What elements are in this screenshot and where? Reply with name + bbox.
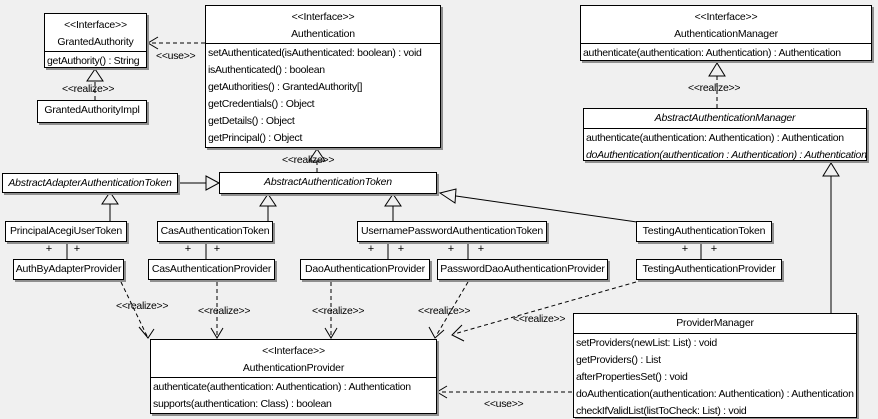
- association-end-plus: +: [73, 243, 81, 255]
- class-name: TestingAuthenticationToken: [642, 225, 766, 237]
- method: authenticate(authentication: Authenticat…: [586, 132, 844, 144]
- class-name: ProviderManager: [676, 317, 754, 329]
- method: setAuthenticated(isAuthenticated: boolea…: [208, 47, 422, 59]
- edge-label-realize: <<realize>>: [513, 313, 566, 325]
- class-name: AbstractAdapterAuthenticationToken: [8, 177, 172, 189]
- class-principal-acegi-user-token[interactable]: PrincipalAcegiUserToken: [5, 221, 127, 242]
- association-end-plus: +: [367, 243, 375, 255]
- method: checkIfValidList(listToCheck: List) : vo…: [576, 405, 747, 417]
- class-name: GrantedAuthorityImpl: [44, 104, 140, 116]
- method: setProviders(newList: List) : void: [576, 337, 717, 349]
- class-testing-authentication-provider[interactable]: TestingAuthenticationProvider: [636, 259, 782, 280]
- method: isAuthenticated() : boolean: [208, 64, 325, 76]
- edge-label-realize: <<realize>>: [198, 305, 251, 317]
- association-end-plus: +: [447, 243, 455, 255]
- class-name: AuthenticationManager: [674, 28, 778, 40]
- class-password-dao-authentication-provider[interactable]: PasswordDaoAuthenticationProvider: [437, 259, 608, 280]
- class-dao-authentication-provider[interactable]: DaoAuthenticationProvider: [300, 259, 430, 280]
- association-end-plus: +: [213, 243, 221, 255]
- stereotype: <<Interface>>: [694, 11, 758, 23]
- method: doAuthentication(authentication : Authen…: [586, 149, 866, 161]
- class-name: Authentication: [291, 28, 355, 40]
- class-abstract-adapter-authentication-token[interactable]: AbstractAdapterAuthenticationToken: [2, 173, 178, 193]
- method: getCredentials() : Object: [208, 98, 315, 110]
- method: getDetails() : Object: [208, 115, 295, 127]
- class-name: CasAuthenticationProvider: [151, 263, 272, 275]
- edge-label-use: <<use>>: [484, 398, 524, 410]
- edge-label-realize: <<realize>>: [688, 82, 741, 94]
- class-authentication[interactable]: <<Interface>> Authentication setAuthenti…: [205, 5, 441, 148]
- class-authentication-manager[interactable]: <<Interface>> AuthenticationManager auth…: [580, 5, 872, 61]
- edge-label-realize: <<realize>>: [418, 305, 471, 317]
- class-name: TestingAuthenticationProvider: [642, 263, 776, 275]
- method: getAuthority() : String: [47, 55, 140, 67]
- edge-label-realize: <<realize>>: [282, 154, 335, 166]
- class-name: AbstractAuthenticationManager: [654, 112, 796, 124]
- class-auth-by-adapter-provider[interactable]: AuthByAdapterProvider: [13, 259, 124, 280]
- association-end-plus: +: [477, 243, 485, 255]
- class-cas-authentication-provider[interactable]: CasAuthenticationProvider: [148, 259, 275, 280]
- method: supports(authentication: Class) : boolea…: [153, 398, 332, 410]
- class-name: PasswordDaoAuthenticationProvider: [440, 263, 605, 275]
- association-end-plus: +: [184, 243, 192, 255]
- method: getAuthorities() : GrantedAuthority[]: [208, 81, 363, 93]
- class-abstract-authentication-token[interactable]: AbstractAuthenticationToken: [219, 172, 437, 194]
- class-granted-authority-impl[interactable]: GrantedAuthorityImpl: [37, 100, 147, 123]
- class-name: UsernamePasswordAuthenticationToken: [360, 225, 544, 237]
- class-name: PrincipalAcegiUserToken: [9, 225, 123, 237]
- method: authenticate(authentication: Authenticat…: [153, 381, 411, 393]
- class-provider-manager[interactable]: ProviderManager setProviders(newList: Li…: [573, 313, 857, 418]
- method: afterPropertiesSet() : void: [576, 371, 688, 383]
- stereotype: <<Interface>>: [262, 345, 325, 357]
- method: doAuthentication(authentication: Authent…: [576, 388, 854, 400]
- association-end-plus: +: [681, 243, 689, 255]
- class-abstract-authentication-manager[interactable]: AbstractAuthenticationManager authentica…: [583, 108, 867, 161]
- class-name: DaoAuthenticationProvider: [305, 263, 425, 275]
- method: getProviders() : List: [576, 354, 661, 366]
- method: getPrincipal() : Object: [208, 132, 303, 144]
- class-name: AbstractAuthenticationToken: [264, 176, 392, 188]
- edge-label-use: <<use>>: [156, 50, 196, 62]
- class-cas-authentication-token[interactable]: CasAuthenticationToken: [157, 221, 273, 242]
- edge-label-realize: <<realize>>: [116, 300, 169, 312]
- association-end-plus: +: [45, 243, 53, 255]
- class-authentication-provider[interactable]: <<Interface>> AuthenticationProvider aut…: [150, 339, 437, 414]
- edge-label-realize: <<realize>>: [312, 305, 365, 317]
- method: authenticate(authentication: Authenticat…: [583, 47, 841, 59]
- edge-label-realize: <<realize>>: [62, 83, 115, 95]
- class-testing-authentication-token[interactable]: TestingAuthenticationToken: [636, 221, 772, 242]
- class-name: AuthenticationProvider: [242, 362, 345, 374]
- association-end-plus: +: [397, 243, 405, 255]
- class-username-password-authentication-token[interactable]: UsernamePasswordAuthenticationToken: [357, 221, 547, 242]
- association-end-plus: +: [710, 243, 718, 255]
- stereotype: <<Interface>>: [291, 11, 355, 23]
- class-granted-authority[interactable]: <<Interface>> GrantedAuthority getAuthor…: [44, 13, 147, 68]
- stereotype: <<Interface>>: [64, 19, 127, 31]
- class-name: CasAuthenticationToken: [160, 225, 270, 237]
- class-name: AuthByAdapterProvider: [15, 263, 122, 275]
- class-name: GrantedAuthority: [57, 36, 134, 48]
